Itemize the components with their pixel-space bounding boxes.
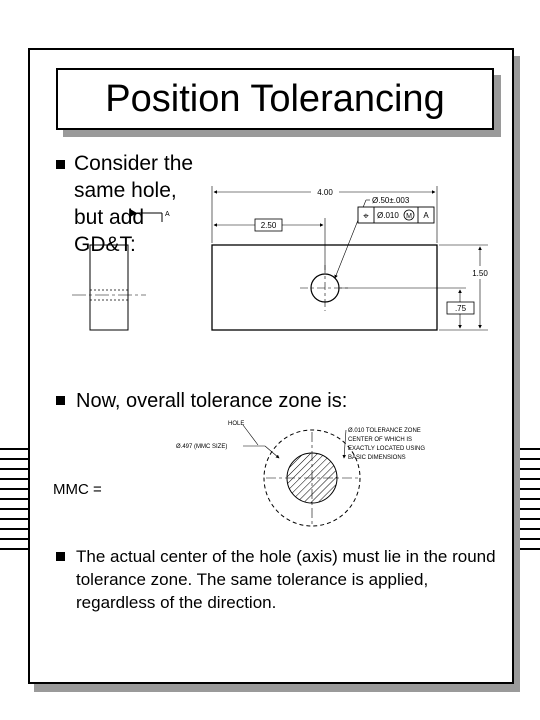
bullet-text-third: The actual center of the hole (axis) mus… — [76, 547, 496, 612]
slide-title: Position Tolerancing — [105, 78, 445, 120]
slide-frame — [28, 48, 514, 684]
bullet-text-second: Now, overall tolerance zone is: — [76, 390, 348, 412]
datum-symbol: A — [130, 209, 170, 222]
side-view — [72, 244, 146, 331]
dim-hole-y: .75 — [340, 287, 475, 329]
dim-overall-width: 4.00 — [211, 186, 438, 243]
hole-note-top: HOLE — [228, 421, 244, 427]
bullet-square-icon — [56, 160, 65, 169]
mmc-label: MMC = — [53, 481, 102, 498]
front-view — [211, 244, 438, 331]
left-decorative-lines — [0, 448, 38, 558]
dim-hole-x-text: 2.50 — [261, 221, 277, 230]
hole-note: Ø.497 (MMC SIZE) — [176, 444, 227, 450]
bullet-square-icon — [56, 396, 65, 405]
datum-label: A — [165, 211, 170, 218]
dim-overall-width-text: 4.00 — [317, 188, 333, 197]
fcf-modifier: M — [406, 213, 412, 220]
dim-height: 1.50 — [439, 244, 488, 331]
zone-note-line: EXACTLY LOCATED USING — [348, 446, 425, 452]
position-symbol-icon: ⌖ — [363, 211, 369, 222]
fcf-tolerance: Ø.010 — [377, 211, 399, 220]
bullet-square-icon — [56, 552, 65, 561]
tolerance-zone-diagram: HOLE Ø.497 (MMC SIZE) Ø.010 TOLERANCE ZO… — [176, 421, 425, 527]
dim-hole-x: 2.50 — [213, 218, 326, 270]
dim-hole-y-text: .75 — [455, 304, 467, 313]
right-decorative-lines — [502, 448, 540, 558]
zone-note-line: Ø.010 TOLERANCE ZONE — [348, 428, 421, 434]
fcf-datum: A — [423, 211, 429, 220]
zone-note-line: BASIC DIMENSIONS — [348, 455, 406, 461]
feature-control-frame: ⌖ Ø.010 M A — [357, 206, 435, 224]
title-box — [56, 68, 494, 130]
hole-size-callout: Ø.50±.003 — [372, 196, 410, 205]
dim-height-text: 1.50 — [472, 269, 488, 278]
zone-note-line: CENTER OF WHICH IS — [348, 437, 412, 443]
